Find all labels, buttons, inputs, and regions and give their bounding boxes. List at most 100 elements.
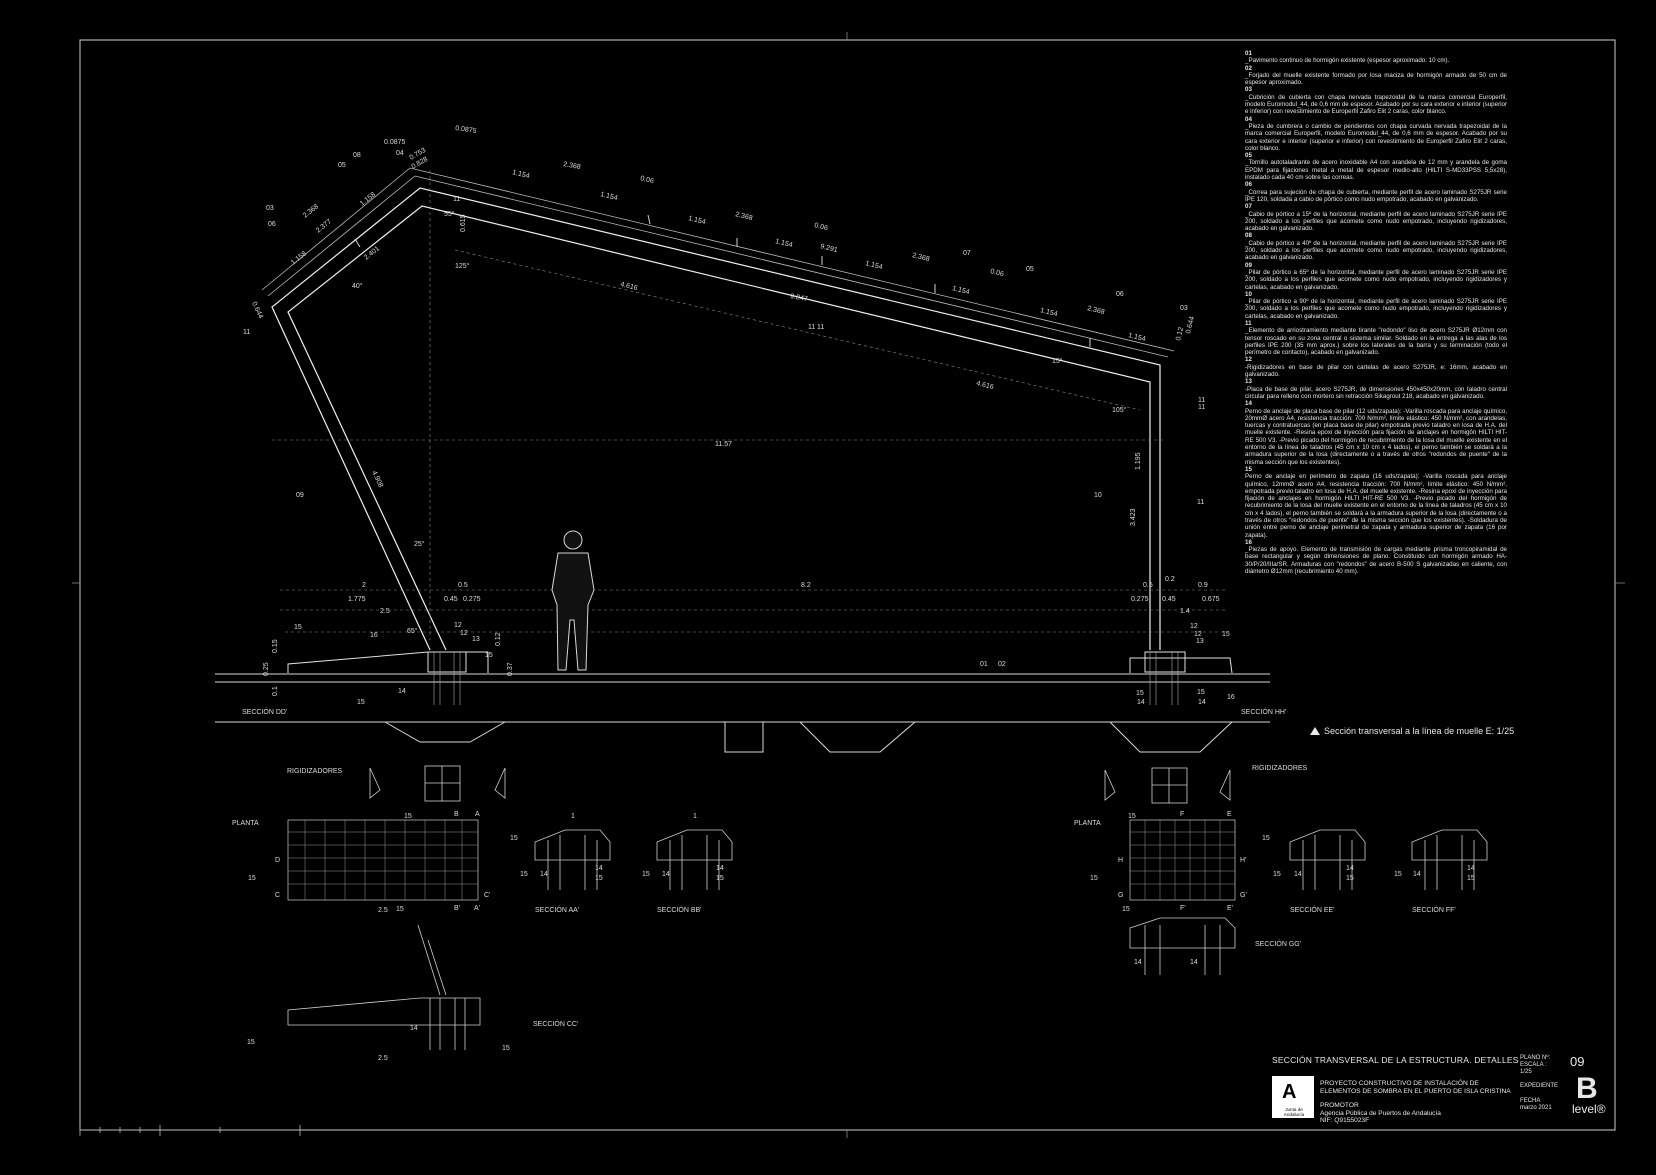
svg-text:04: 04 [396,150,404,157]
svg-text:15: 15 [1090,875,1098,882]
svg-text:05: 05 [338,162,346,169]
dim-inner: 8.2 [801,582,811,589]
svg-text:13: 13 [1196,638,1204,645]
dim-seg1-c: 2.368 [912,252,931,263]
dim-left-a: 2 [362,582,366,589]
dim-seg2-h: 1.154 [1128,332,1147,343]
svg-text:01: 01 [980,661,988,668]
svg-text:15: 15 [404,813,412,820]
escala-label: ESCALA : [1520,1061,1547,1068]
letter-c: C [275,892,280,899]
angle-15: 15° [1052,357,1063,365]
svg-text:14: 14 [1134,959,1142,966]
note-number: 06 [1245,181,1252,189]
dim-seg1-e: 2.368 [302,203,320,219]
dim-seg2-b: 1.154 [600,191,619,202]
dim-r4b: 0.644 [1185,316,1196,335]
dim-seg2-c: 1.154 [688,215,707,226]
letter-e-prime: E' [1227,905,1233,912]
dim-right-b: 0.275 [1131,596,1149,603]
escala-value: 1/25 [1520,1068,1532,1075]
letter-c-prime: C' [484,892,490,899]
note-item: 05_Tornillo autotaladrante de acero inox… [1245,152,1507,181]
dim-seg2-f: 1.154 [952,285,971,296]
dim-seg1-d: 2.368 [1087,305,1106,316]
dim-r5: 2.401 [363,245,381,261]
note-item: 01_Pavimento continuo de hormigón existe… [1245,50,1507,65]
svg-text:14: 14 [595,865,603,872]
svg-text:12: 12 [454,622,462,629]
promotor-label: PROMOTOR [1320,1102,1359,1109]
fecha-label: FECHA [1520,1098,1541,1105]
section-gg [1129,917,1236,975]
section-bb-label: SECCIÓN BB' [657,905,702,914]
svg-text:14: 14 [540,871,548,878]
svg-text:03: 03 [1180,305,1188,312]
svg-text:15: 15 [510,835,518,842]
expediente-label: EXPEDIENTE [1520,1083,1559,1090]
note-item: 12-Rigidizadores en base de pilar con ca… [1245,356,1507,378]
letter-h-prime: H' [1240,857,1246,864]
dim-a-1: 4.616 [620,281,639,292]
angle-55: 55° [444,210,455,218]
svg-text:13: 13 [472,636,480,643]
svg-text:10: 10 [1094,492,1102,499]
plan-left-width: 2.5 [378,907,388,914]
svg-text:15: 15 [642,871,650,878]
note-text: _Piezas de apoyo. Elemento de transmisió… [1245,546,1507,576]
note-number: 05 [1245,152,1252,160]
section-bb [656,829,733,890]
project-line-2: ELEMENTOS DE SOMBRA EN EL PUERTO DE ISLA… [1320,1087,1511,1095]
note-item: 02_Forjado del muelle existente formado … [1245,65,1507,87]
dim-r3: 0.615 [460,214,467,232]
svg-text:14: 14 [1294,871,1302,878]
dim-right-e: 0.9 [1198,582,1208,589]
svg-text:15: 15 [1136,690,1144,697]
dim-r7: 1.158 [290,250,308,266]
dim-left-c: 2.5 [380,608,390,615]
dim-left-b: 1.775 [348,596,366,603]
svg-text:11: 11 [817,324,824,331]
svg-text:15: 15 [396,906,404,913]
sheet-border [79,39,1616,1131]
letter-g: G [1118,892,1123,899]
dim-span: 11.57 [715,441,732,448]
svg-text:14: 14 [1198,699,1206,706]
logo-b-word-text: level [1572,1102,1597,1116]
note-number: 15 [1245,465,1252,473]
note-number: 03 [1245,86,1252,94]
svg-text:14: 14 [1467,865,1475,872]
dim-r8: 0.12 [1175,326,1185,341]
dim-h-d: 0.1 [272,686,279,696]
dim-left-d: 0.45 [444,596,458,603]
note-number: 13 [1245,378,1252,386]
planta-label-left: PLANTA [232,820,259,827]
note-number: 11 [1245,319,1252,327]
rigidizadores-label-left: RIGIDIZADORES [287,768,343,775]
dim-r7b: 1.158 [359,191,377,207]
svg-text:14: 14 [398,688,406,695]
svg-text:15: 15 [1222,631,1230,638]
svg-text:14: 14 [410,1025,418,1032]
svg-text:0.0875: 0.0875 [384,139,406,146]
dim-seg2-a: 1.154 [512,169,531,180]
svg-text:15: 15 [294,624,302,631]
plan-left [287,819,479,901]
dim-h-f: 0.37 [507,662,514,676]
letter-a: A [475,811,480,818]
section-cc [287,924,481,1050]
svg-text:15: 15 [502,1045,510,1052]
section-cc-width: 2.5 [378,1055,388,1062]
dim-c: 9.291 [820,243,839,254]
angle-40: 40° [352,282,363,290]
note-number: 07 [1245,203,1252,211]
dim-right-d: 0.675 [1202,596,1220,603]
dim-seg3-b: 0.06 [814,222,829,232]
svg-text:14: 14 [1413,871,1421,878]
dim-b: 9.847 [790,293,809,303]
dim-h-b: 0.15 [272,639,279,653]
dim-seg2-e: 1.154 [865,260,884,271]
scale-ticks [79,1125,301,1136]
note-item: 06_Correa para sujeción de chapa de cubi… [1245,181,1507,203]
section-ee-label: SECCIÓN EE' [1290,905,1335,914]
